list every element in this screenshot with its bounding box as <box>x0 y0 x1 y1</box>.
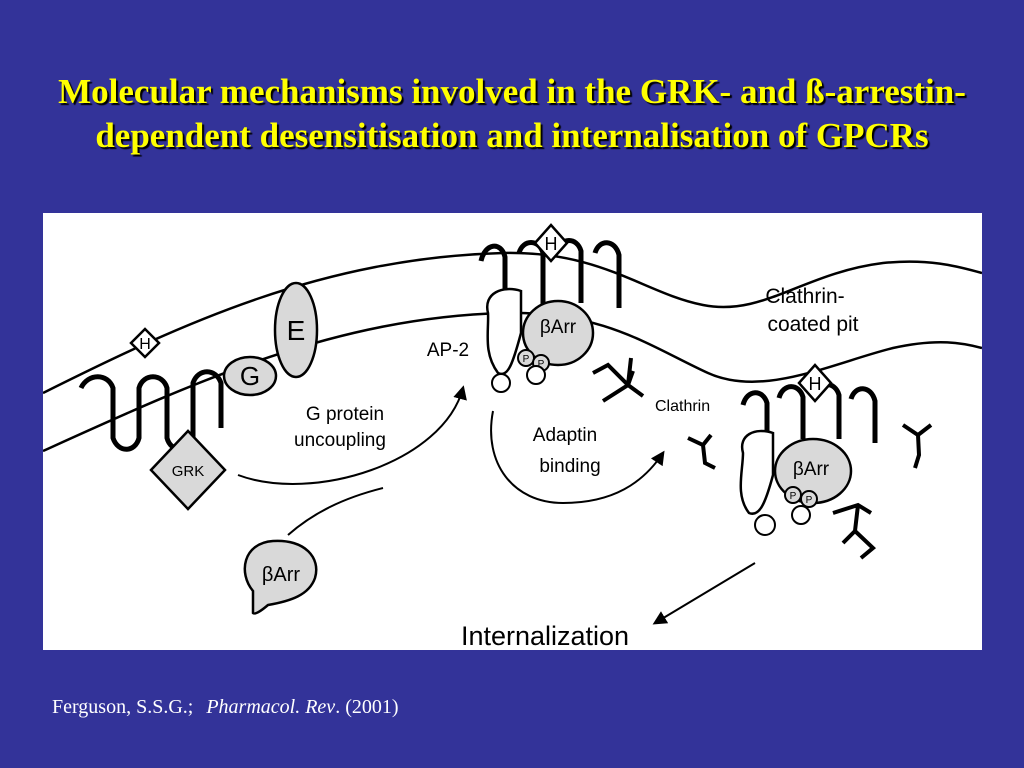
step-adaptin-line2: binding <box>539 456 600 477</box>
arrestin-free: βArr <box>243 539 318 615</box>
citation-journal: Pharmacol. Rev <box>206 696 336 718</box>
step-adaptin-line1: Adaptin <box>533 425 597 446</box>
hormone-right-label: H <box>809 374 822 394</box>
arrestin-right: βArr P P <box>739 429 853 536</box>
arrestin-free-label: βArr <box>262 564 301 586</box>
clathrin-pit <box>832 502 877 560</box>
grk: GRK <box>149 429 227 511</box>
receptor-center <box>478 238 622 308</box>
step-uncoupling-line2: uncoupling <box>294 430 386 451</box>
effector-label: E <box>287 315 306 346</box>
hormone-center-label: H <box>545 234 558 254</box>
hormone-left-label: H <box>139 336 151 353</box>
citation: Ferguson, S.S.G.; Pharmacol. Rev. (2001) <box>52 696 399 719</box>
g-protein-label: G <box>240 361 260 391</box>
arrestin-center-label: βArr <box>540 317 577 338</box>
arrow-uncoupling <box>237 385 467 485</box>
citation-year: . (2001) <box>335 696 399 718</box>
hormone-right: H <box>797 363 833 403</box>
effector: E <box>273 281 319 379</box>
internalization-label: Internalization <box>461 621 629 650</box>
pit-label-line1: Clathrin- <box>765 285 844 308</box>
ap2-label: AP-2 <box>427 340 469 361</box>
hormone-center: H <box>533 223 569 263</box>
clathrin-center <box>592 357 645 403</box>
arrow-internalization <box>652 562 756 625</box>
receptor-right <box>740 382 878 445</box>
mechanism-diagram: H G E GRK βArr G protein uncoupling <box>43 223 982 650</box>
citation-authors: Ferguson, S.S.G.; <box>52 696 194 718</box>
g-protein: G <box>222 355 278 397</box>
receptor-left <box>78 369 224 452</box>
pit-label-line2: coated pit <box>767 313 858 336</box>
membrane-outer-line <box>43 251 982 395</box>
phospho-center-1: P <box>523 354 530 365</box>
diagram-panel: H G E GRK βArr G protein uncoupling <box>43 213 982 650</box>
arrow-adaptin <box>490 410 665 505</box>
grk-label: GRK <box>172 463 205 480</box>
arrestin-right-label: βArr <box>793 459 830 480</box>
step-uncoupling-line1: G protein <box>306 404 384 425</box>
arrestin-center: βArr P P <box>486 287 595 393</box>
hormone-left: H <box>129 327 161 359</box>
phospho-right-1: P <box>790 491 797 502</box>
arrow-arrestin-recruit <box>287 487 384 536</box>
phospho-center-2: P <box>538 359 545 370</box>
clathrin-free-2 <box>901 423 933 469</box>
slide-title: Molecular mechanisms involved in the GRK… <box>58 72 966 155</box>
clathrin-free-1 <box>687 433 716 470</box>
clathrin-label: Clathrin <box>655 398 710 415</box>
phospho-right-2: P <box>806 495 813 506</box>
